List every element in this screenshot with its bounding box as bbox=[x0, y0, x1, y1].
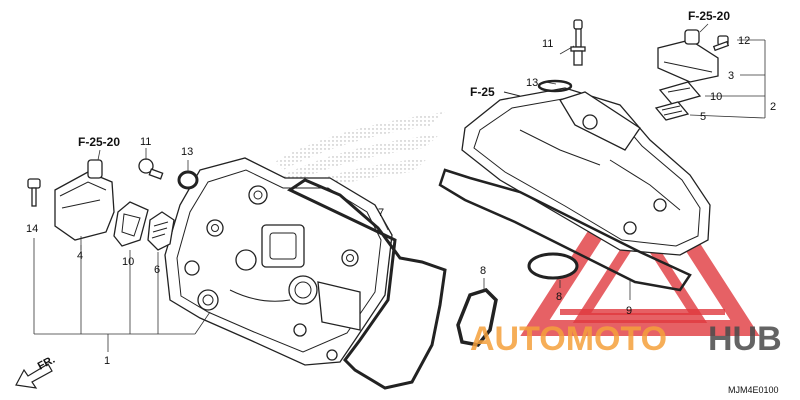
watermark-word-a: AUTOMOTO bbox=[470, 320, 667, 358]
front-arrow-icon bbox=[15, 363, 53, 389]
label-8-left: 8 bbox=[480, 265, 486, 277]
diagram-code: MJM4E0100 bbox=[728, 385, 779, 395]
leader-lines bbox=[33, 39, 766, 352]
bolt-part-11-top[interactable] bbox=[570, 19, 586, 66]
bolt-part-14[interactable] bbox=[27, 178, 41, 207]
ref-f-25-20-left: F-25-20 bbox=[78, 135, 120, 149]
label-6: 6 bbox=[154, 264, 160, 276]
o-ring-part-13-top[interactable] bbox=[537, 79, 573, 93]
cylinder-head-cover-front[interactable] bbox=[164, 157, 393, 366]
rubber-seal-part-6[interactable] bbox=[147, 211, 175, 251]
label-4: 4 bbox=[77, 250, 83, 262]
label-10-right: 10 bbox=[710, 91, 722, 103]
gasket-part-9[interactable] bbox=[438, 168, 692, 292]
breather-chamber-part-3[interactable] bbox=[657, 29, 719, 83]
label-5: 5 bbox=[700, 111, 706, 123]
front-label: FR. bbox=[36, 354, 57, 373]
gasket-part-7[interactable] bbox=[286, 178, 447, 390]
label-1: 1 bbox=[104, 355, 110, 367]
seal-part-8-rear[interactable] bbox=[527, 252, 579, 280]
reference-codes: F-25-20 F-25-20 F-25 bbox=[78, 9, 730, 161]
watermark-word-b: HUB bbox=[708, 320, 782, 358]
label-3: 3 bbox=[728, 70, 734, 82]
label-9: 9 bbox=[626, 305, 632, 317]
cylinder-head-cover-rear[interactable] bbox=[461, 87, 711, 256]
watermark-text: AUTOMOTO HUB bbox=[470, 320, 782, 358]
reed-plate-part-10-right[interactable] bbox=[658, 81, 702, 105]
reed-plate-part-10-left[interactable] bbox=[113, 201, 149, 247]
label-8-right: 8 bbox=[556, 291, 562, 303]
ref-f-25-20-top: F-25-20 bbox=[688, 9, 730, 23]
label-2: 2 bbox=[770, 101, 776, 113]
breather-chamber-part-4-left[interactable] bbox=[54, 159, 115, 241]
label-14: 14 bbox=[26, 223, 38, 235]
label-13-top: 13 bbox=[526, 77, 538, 89]
seal-part-5[interactable] bbox=[654, 101, 690, 121]
front-direction-indicator: FR. bbox=[15, 354, 57, 389]
seal-part-8-left[interactable] bbox=[456, 288, 498, 347]
label-10-left: 10 bbox=[122, 256, 134, 268]
label-12: 12 bbox=[738, 35, 750, 47]
ref-f-25: F-25 bbox=[470, 85, 495, 99]
o-ring-part-13-left[interactable] bbox=[177, 170, 199, 190]
bolt-part-12[interactable] bbox=[712, 35, 730, 52]
part-labels: 1 2 3 4 5 6 7 8 8 9 10 10 11 11 12 13 13… bbox=[26, 35, 776, 367]
label-13-left: 13 bbox=[181, 146, 193, 158]
label-11-top: 11 bbox=[542, 38, 553, 50]
label-7: 7 bbox=[378, 207, 384, 219]
label-11-left: 11 bbox=[140, 136, 151, 148]
bolt-part-11-left[interactable] bbox=[138, 158, 164, 180]
